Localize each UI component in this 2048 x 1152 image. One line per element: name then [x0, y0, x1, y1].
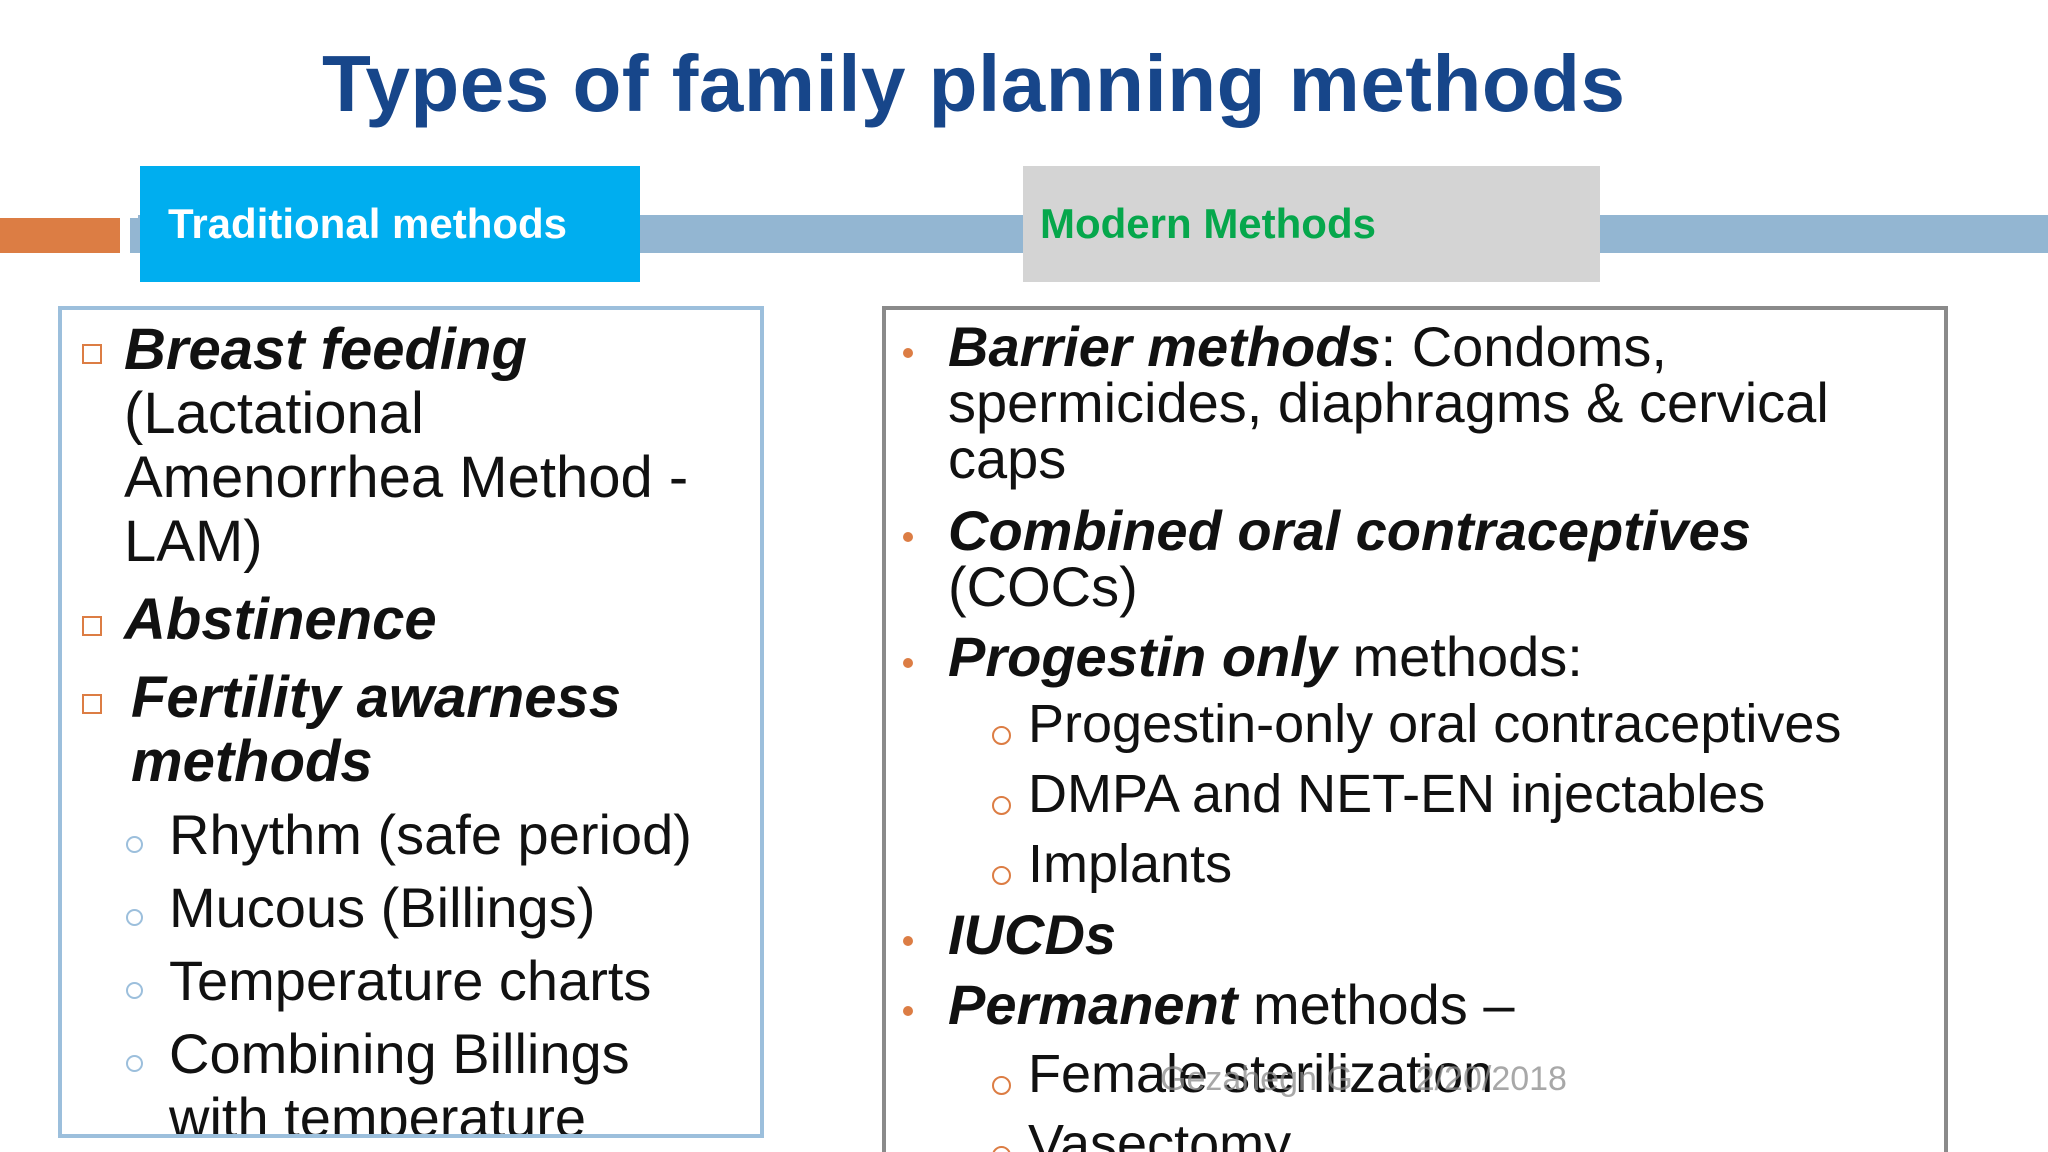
circle-bullet-icon — [992, 796, 1011, 815]
barrier-methods-title: Barrier methods — [948, 315, 1381, 378]
circle-bullet-icon — [126, 982, 143, 999]
modern-methods-header-label: Modern Methods — [1040, 200, 1376, 247]
breast-feeding-detail-line1: (Lactational — [124, 381, 424, 446]
fertility-item-combining-line2: with temperature — [169, 1086, 587, 1138]
barrier-methods-text: : Condoms, — [1380, 315, 1667, 378]
combined-oral-contraceptives-title: Combined oral contraceptives — [948, 499, 1751, 562]
fertility-item-combining-line1: Combining Billings — [169, 1022, 630, 1085]
permanent-item-female-sterilization: Female sterilization — [1028, 1044, 1494, 1104]
circle-bullet-icon — [126, 1055, 143, 1072]
fertility-item-rhythm: Rhythm (safe period) — [169, 803, 692, 866]
breast-feeding-detail-line3: LAM) — [124, 509, 263, 574]
modern-methods-box: Barrier methods: Condoms, spermicides, d… — [882, 306, 1948, 1152]
fertility-item-mucous: Mucous (Billings) — [169, 876, 596, 939]
progestin-only-title: Progestin only — [948, 625, 1337, 688]
progestin-item-implants: Implants — [1028, 834, 1233, 894]
accent-bar-divider — [130, 218, 138, 253]
circle-bullet-icon — [992, 726, 1011, 745]
dot-bullet-icon — [903, 936, 913, 946]
circle-bullet-icon — [992, 1076, 1011, 1095]
iucds-item: IUCDs — [948, 903, 1117, 966]
barrier-methods-line3: caps — [948, 427, 1067, 490]
footer-date: 2/20/2018 — [1415, 1060, 1567, 1098]
permanent-methods-title: Permanent — [948, 973, 1238, 1036]
modern-methods-header: Modern Methods — [1023, 166, 1600, 282]
progestin-only-line: Progestin only methods: — [948, 626, 1583, 688]
progestin-only-text: methods: — [1336, 625, 1583, 688]
dot-bullet-icon — [903, 1006, 913, 1016]
traditional-methods-header-label: Traditional methods — [168, 200, 568, 247]
dot-bullet-icon — [903, 532, 913, 542]
traditional-methods-box: Breast feeding (Lactational Amenorrhea M… — [58, 306, 764, 1138]
breast-feeding-title: Breast feeding — [124, 317, 527, 382]
progestin-item-pop: Progestin-only oral contraceptives — [1028, 694, 1842, 754]
abstinence-item: Abstinence — [124, 587, 437, 652]
permanent-item-vasectomy: Vasectomy — [1028, 1114, 1292, 1152]
circle-bullet-icon — [992, 1146, 1011, 1152]
permanent-methods-text: methods – — [1237, 973, 1515, 1036]
fertility-item-temperature: Temperature charts — [169, 949, 652, 1012]
dot-bullet-icon — [903, 658, 913, 668]
combined-oral-contraceptives-text: (COCs) — [948, 555, 1138, 618]
progestin-item-injectables: DMPA and NET-EN injectables — [1028, 764, 1766, 824]
slide-title: Types of family planning methods — [322, 39, 1626, 128]
square-bullet-icon — [82, 616, 102, 636]
square-bullet-icon — [82, 344, 102, 364]
orange-accent-bar — [0, 218, 120, 253]
permanent-methods-line: Permanent methods – — [948, 974, 1514, 1036]
barrier-methods-line1: Barrier methods: Condoms, — [948, 316, 1667, 378]
fertility-awareness-title-line2: methods — [131, 729, 373, 794]
traditional-methods-header: Traditional methods — [140, 166, 640, 282]
square-bullet-icon — [82, 694, 102, 714]
footer-author: Gezahegn G — [1160, 1060, 1353, 1098]
circle-bullet-icon — [126, 836, 143, 853]
circle-bullet-icon — [992, 866, 1011, 885]
barrier-methods-line2: spermicides, diaphragms & cervical — [948, 371, 1829, 434]
breast-feeding-detail-line2: Amenorrhea Method - — [124, 445, 689, 510]
dot-bullet-icon — [903, 348, 913, 358]
slide-footer: Gezahegn G 2/20/2018 — [1160, 1060, 1567, 1099]
circle-bullet-icon — [126, 909, 143, 926]
fertility-awareness-title-line1: Fertility awarness — [131, 665, 621, 730]
